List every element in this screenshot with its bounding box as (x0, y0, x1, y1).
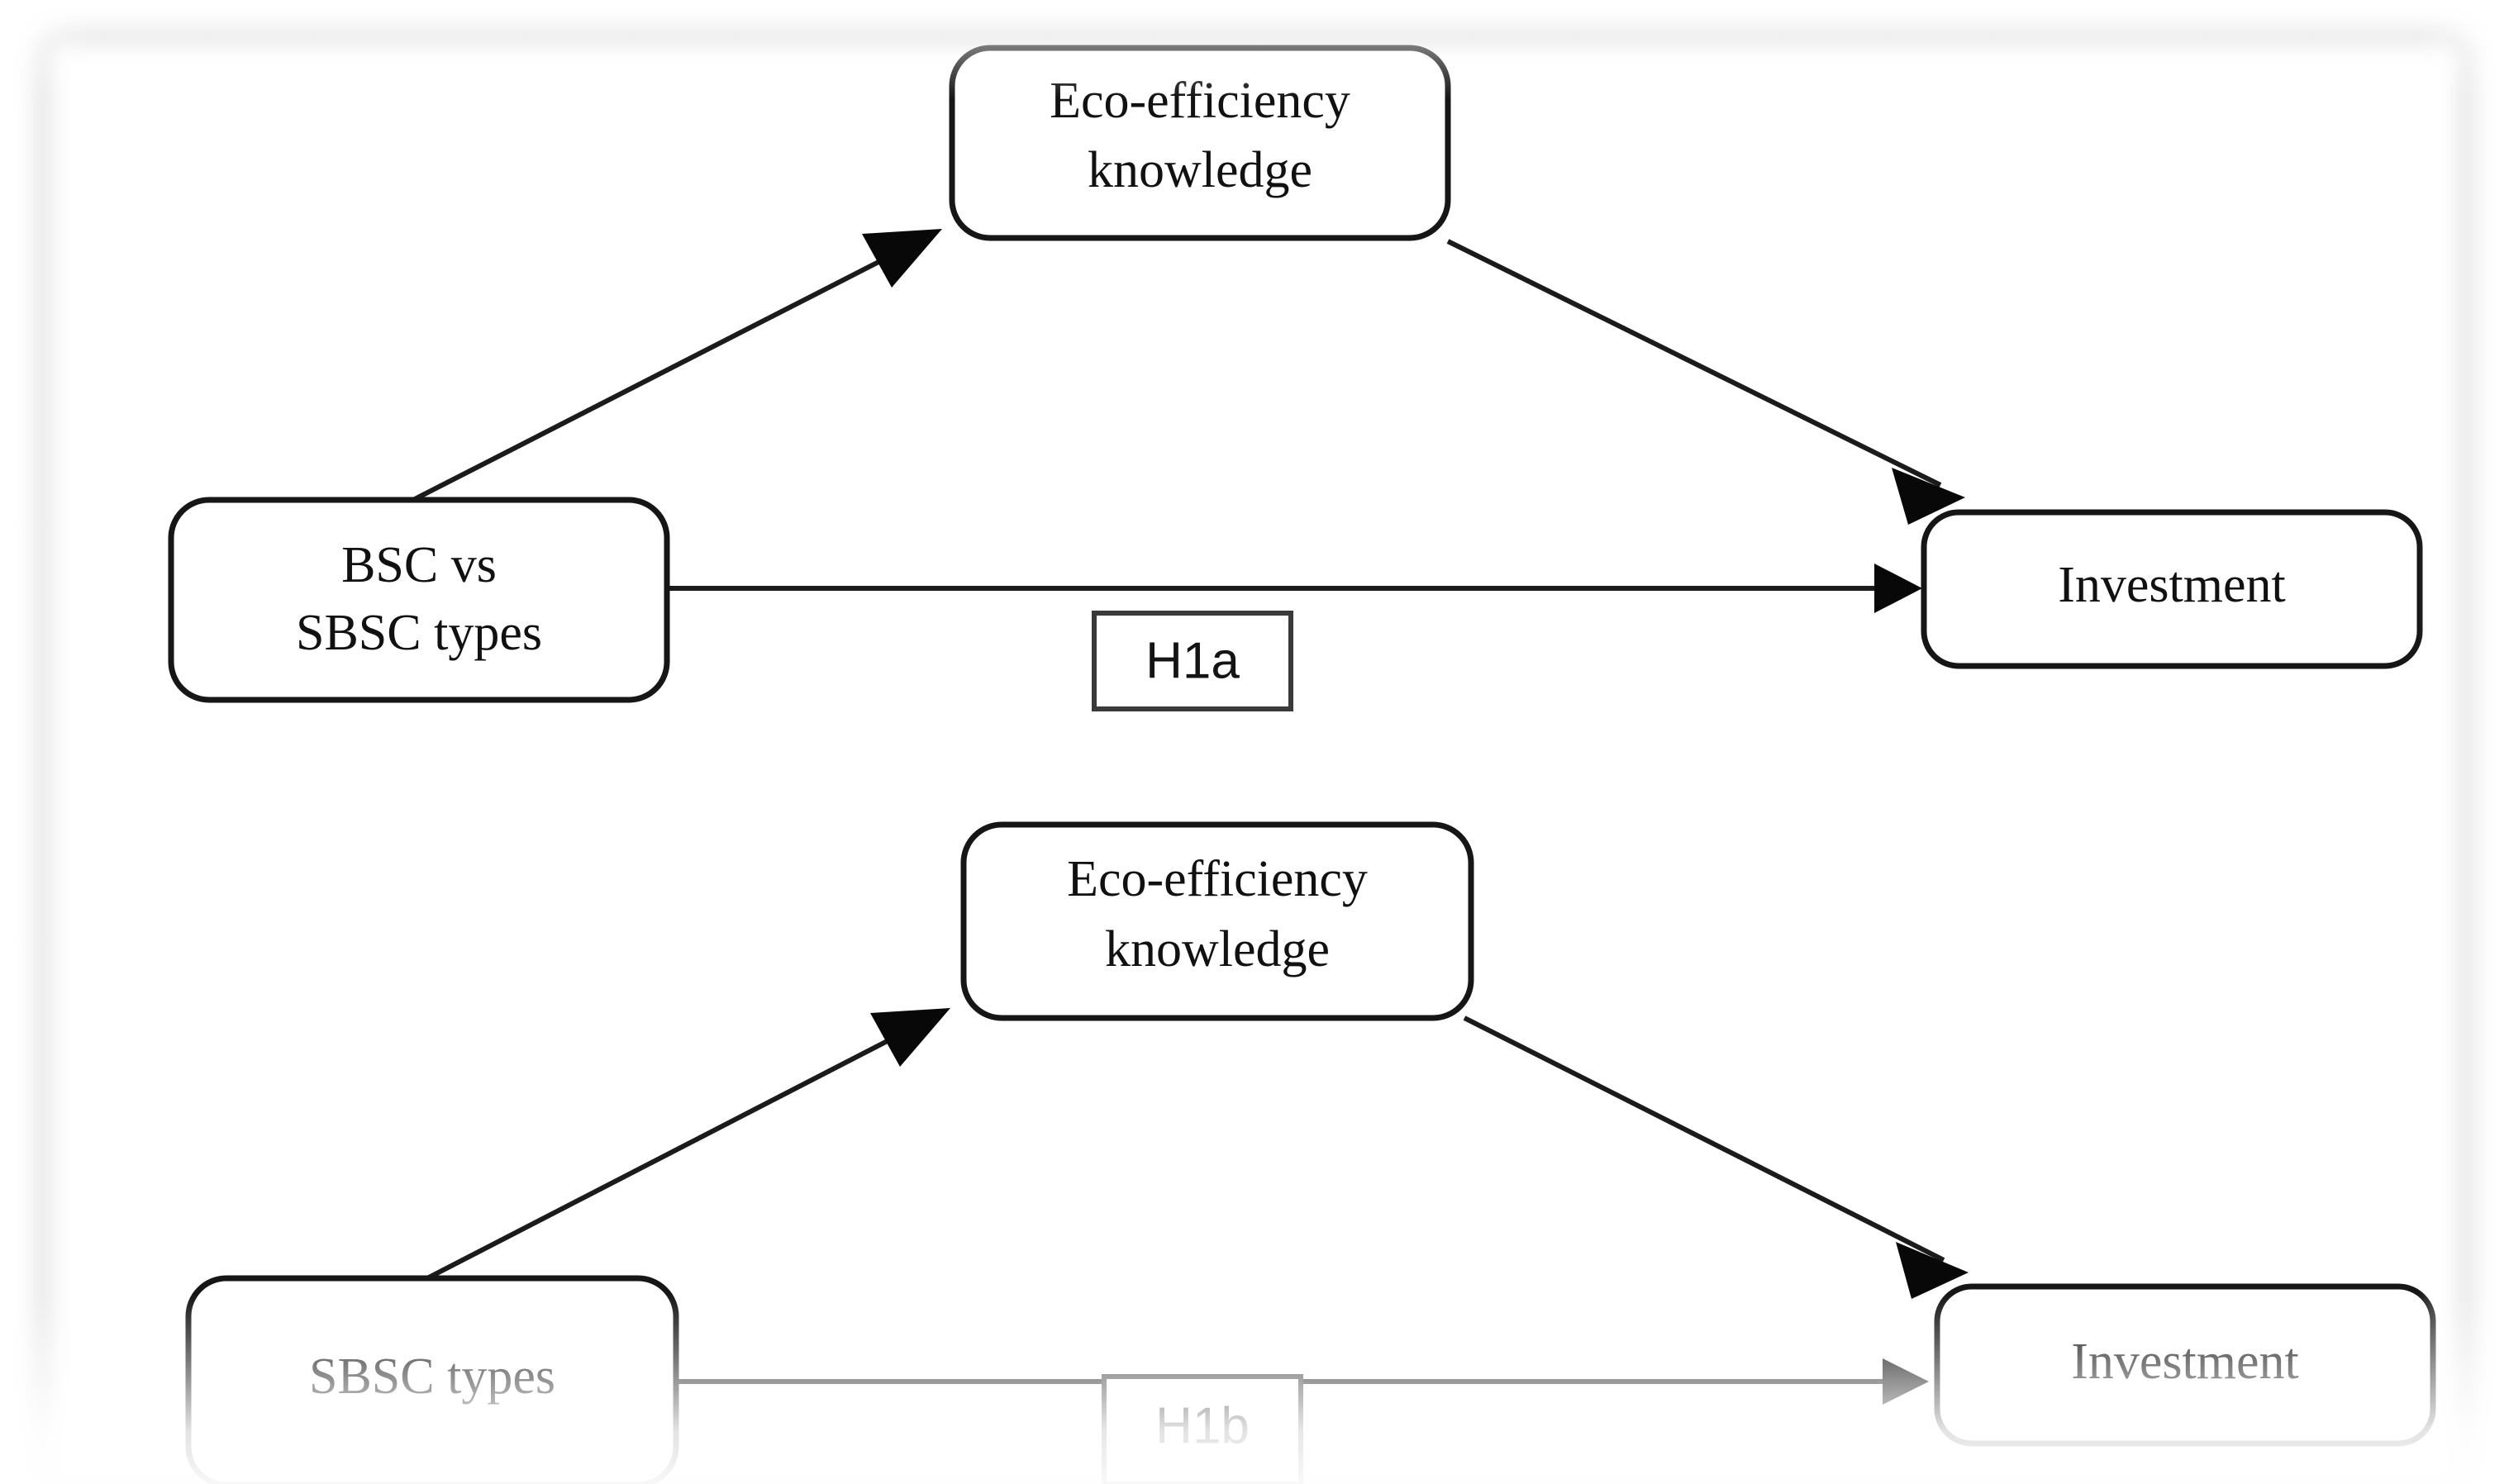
edge-b-mediator-to-outcome (1463, 1015, 1969, 1299)
node-a-predictor-label-line1: BSC vs (341, 537, 497, 593)
node-b-mediator-label-line1: Eco-efficiency (1067, 851, 1368, 907)
node-a-outcome-label: Investment (2058, 557, 2286, 613)
edge-a-predictor-to-outcome (669, 564, 1922, 613)
node-a-mediator[interactable]: Eco-efficiency knowledge (949, 45, 1451, 241)
node-a-mediator-label-line2: knowledge (1088, 142, 1312, 198)
edge-b-predictor-to-mediator (426, 1008, 950, 1281)
node-b-mediator-label-line2: knowledge (1105, 921, 1330, 977)
node-b-predictor-label: SBSC types (309, 1348, 555, 1405)
hypothesis-badge-h1b-label: H1b (1155, 1397, 1250, 1454)
edge-a-mediator-to-outcome (1446, 239, 1965, 525)
node-b-outcome[interactable]: Investment (1934, 1283, 2436, 1447)
hypothesis-badge-h1a-label: H1a (1145, 632, 1240, 689)
node-a-mediator-label-line1: Eco-efficiency (1050, 73, 1350, 129)
node-b-outcome-label: Investment (2071, 1334, 2299, 1390)
node-b-mediator[interactable]: Eco-efficiency knowledge (960, 821, 1474, 1021)
hypothesis-badge-h1b[interactable]: H1b (1102, 1374, 1303, 1484)
node-a-outcome[interactable]: Investment (1921, 509, 2423, 669)
node-a-predictor-label-line2: SBSC types (296, 605, 542, 661)
node-b-predictor[interactable]: SBSC types (185, 1275, 679, 1484)
node-a-predictor[interactable]: BSC vs SBSC types (168, 497, 670, 703)
hypothesis-badge-h1a[interactable]: H1a (1092, 611, 1293, 711)
edge-a-predictor-to-mediator (412, 229, 942, 502)
